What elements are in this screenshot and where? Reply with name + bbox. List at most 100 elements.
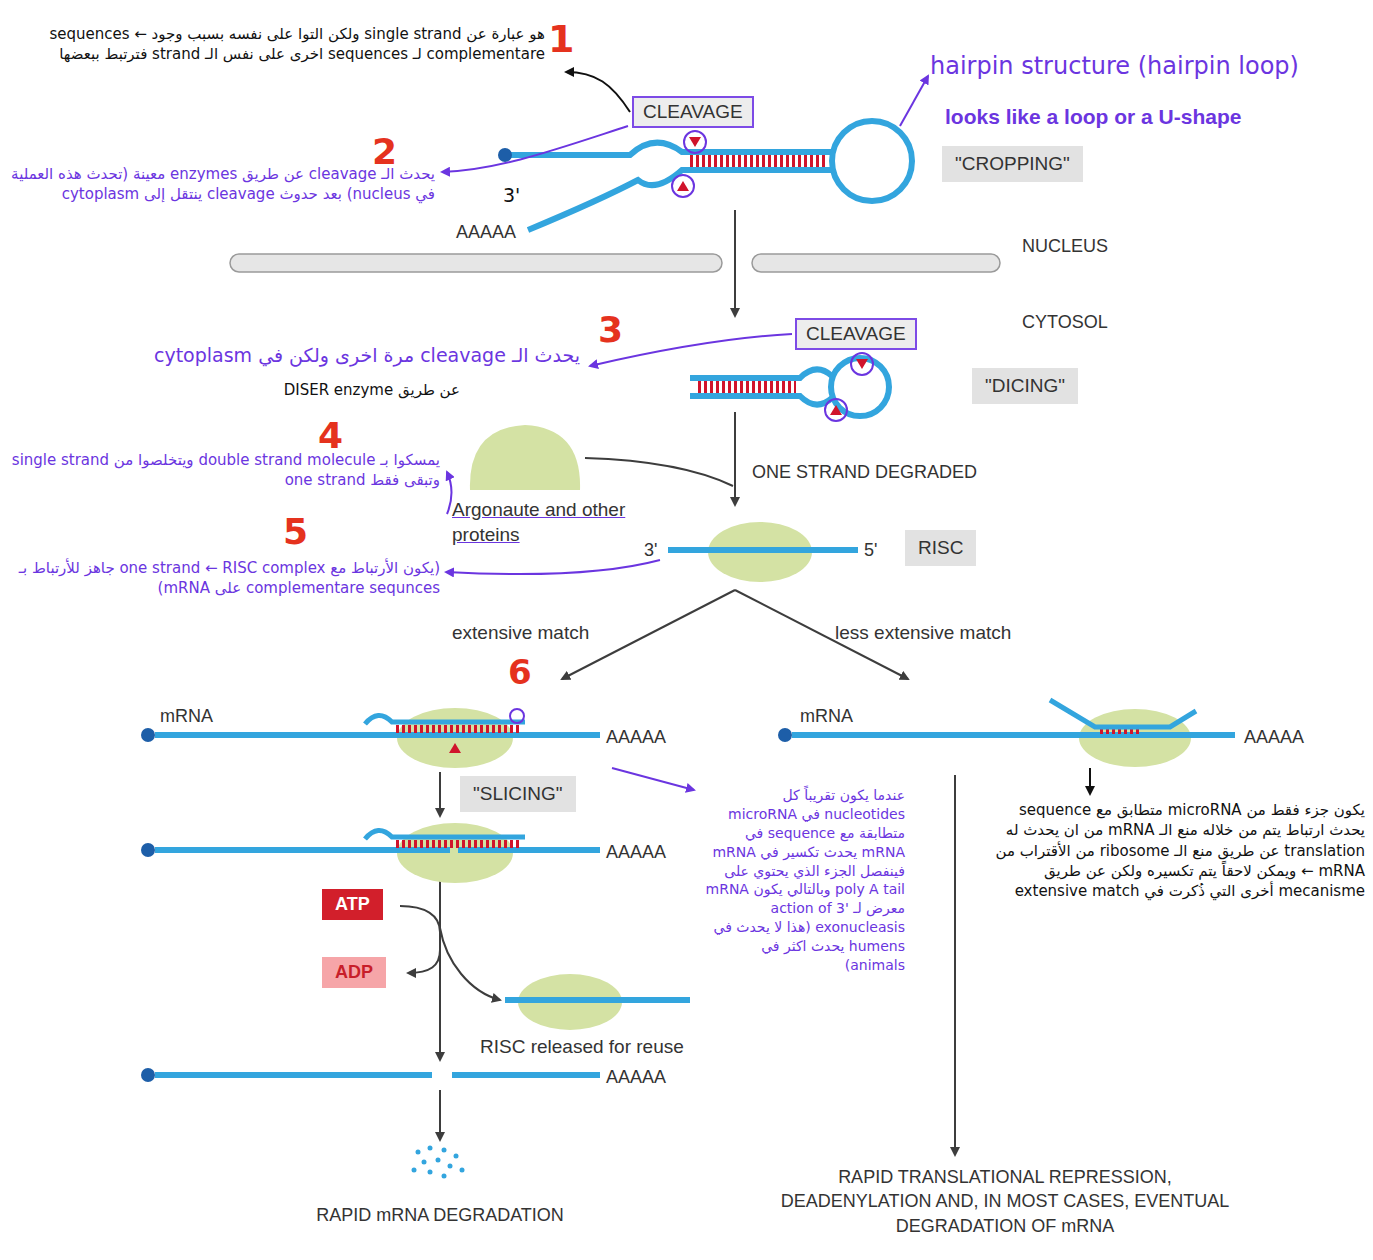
outcome-label: RAPID TRANSLATIONAL REPRESSION, DEADENYL… — [765, 1165, 1245, 1238]
hand-circle — [510, 709, 524, 723]
risc-complex — [668, 522, 858, 582]
risc-released — [505, 974, 690, 1030]
hairpin-rna — [690, 155, 826, 167]
cleavage-box: CLEAVAGE — [632, 96, 754, 128]
pre-mirna — [698, 381, 796, 393]
stage-box: "SLICING" — [460, 776, 576, 812]
atp-box: ATP — [322, 889, 383, 920]
mrna-cut — [365, 830, 525, 839]
mrna-repression — [1050, 700, 1196, 727]
hand-circle — [672, 175, 694, 197]
hand-leader — [612, 768, 694, 790]
annotation-note: هو عبارة عن single strand ولكن التوا على… — [5, 24, 545, 65]
pre-mirna — [690, 358, 889, 416]
nuclear-envelope — [230, 254, 722, 272]
hand-leader — [442, 126, 628, 172]
poly-a-label: AAAAA — [1244, 725, 1304, 749]
hand-circle — [825, 399, 847, 421]
annotation-note: يحدث الـ cleavage مرة اخرى ولكن في cytop… — [10, 343, 580, 369]
annotation-note: looks like a loop or a U-shape — [945, 103, 1241, 131]
hand-leader — [566, 72, 630, 112]
mrna-slicing — [365, 715, 525, 724]
flow-arrow — [408, 950, 440, 973]
poly-a-label: AAAAA — [456, 220, 516, 244]
poly-a-label: AAAAA — [606, 1065, 666, 1089]
nucleotide-fragments — [428, 1146, 433, 1151]
flow-arrow — [440, 928, 500, 1000]
box-text: CLEAVAGE — [806, 323, 906, 345]
poly-a-label: AAAAA — [606, 840, 666, 864]
hand-circle — [825, 353, 873, 421]
box-text: CLEAVAGE — [643, 101, 743, 123]
hairpin-rna — [677, 181, 689, 191]
mrna-repression — [778, 728, 792, 742]
molecule-label: mRNA — [160, 704, 213, 728]
hand-leader — [900, 76, 928, 126]
hand-circle — [672, 131, 706, 197]
mrna-slicing — [141, 728, 155, 742]
annotation-note: يكون جزء فقط من microRNA متطابق مع seque… — [985, 800, 1365, 901]
flow-arrow — [439, 1090, 441, 1140]
mrna-slicing — [449, 743, 461, 753]
callout-number: 1 — [548, 14, 574, 65]
mrna-degraded — [452, 1072, 600, 1078]
mrna-cut — [396, 840, 520, 848]
callout-number: 3 — [598, 306, 623, 355]
outcome-label: RAPID mRNA DEGRADATION — [300, 1203, 580, 1227]
flow-arrow — [439, 876, 441, 1060]
nucleotide-fragments — [460, 1168, 465, 1173]
molecule-label: mRNA — [800, 704, 853, 728]
mrna-degraded — [141, 1068, 600, 1082]
mrna-cut — [155, 847, 450, 853]
risc-box: RISC — [905, 530, 976, 566]
flow-arrow — [400, 906, 440, 932]
poly-a-label: AAAAA — [606, 725, 666, 749]
annotation-note: يحدث الـ cleavage عن طريق enzymes معينة … — [5, 164, 435, 205]
mrna-slicing — [396, 725, 520, 733]
flow-arrow — [585, 458, 733, 486]
flow-arrow — [734, 210, 736, 316]
mrna-slicing — [155, 732, 600, 738]
hand-circle — [851, 353, 873, 375]
risc-complex — [668, 547, 858, 553]
callout-number: 5 — [283, 508, 308, 557]
nucleotide-fragments — [442, 1148, 447, 1153]
nucleotide-fragments — [412, 1146, 465, 1179]
hand-leader — [447, 472, 452, 514]
pre-mirna — [690, 396, 832, 405]
box-text: RISC — [918, 537, 963, 559]
hairpin-rna — [689, 137, 701, 147]
end-label: 3' — [644, 538, 657, 562]
hairpin-rna — [498, 148, 512, 162]
hairpin-rna — [498, 121, 912, 230]
nucleotide-fragments — [454, 1154, 459, 1159]
annotation-note: عندما يكون تقريباً كل nucleotides في mic… — [700, 786, 905, 975]
step-label: ONE STRAND DEGRADED — [752, 460, 977, 484]
nucleotide-fragments — [428, 1170, 433, 1175]
box-text: ATP — [335, 894, 370, 915]
annotation-note: hairpin structure (hairpin loop) — [930, 50, 1299, 82]
box-text: "SLICING" — [473, 783, 563, 805]
hand-circle — [684, 131, 706, 153]
stage-box: "DICING" — [972, 368, 1078, 404]
risc-released — [505, 997, 690, 1003]
branch-label: extensive match — [452, 620, 589, 646]
callout-number: 6 — [508, 650, 532, 696]
hairpin-rna — [528, 170, 833, 230]
mrna-degraded — [141, 1068, 155, 1082]
compartment-label: CYTOSOL — [1022, 310, 1108, 334]
branch-label: less extensive match — [835, 620, 1011, 646]
annotation-note: عن طريق DISER enzyme — [240, 380, 460, 400]
protein-label: Argonaute and other proteins — [452, 498, 632, 547]
flow-arrow — [439, 772, 441, 816]
box-text: "DICING" — [985, 375, 1065, 397]
nucleotide-fragments — [448, 1164, 453, 1169]
annotation-note: (يكون الأرتباط مع one strand ← RISC comp… — [5, 558, 440, 599]
adp-box: ADP — [322, 957, 386, 988]
compartment-label: NUCLEUS — [1022, 234, 1108, 258]
mrna-repression — [778, 700, 1235, 767]
nucleotide-fragments — [416, 1150, 421, 1155]
nuclear-envelope — [230, 254, 1000, 272]
nucleotide-fragments — [442, 1174, 447, 1179]
